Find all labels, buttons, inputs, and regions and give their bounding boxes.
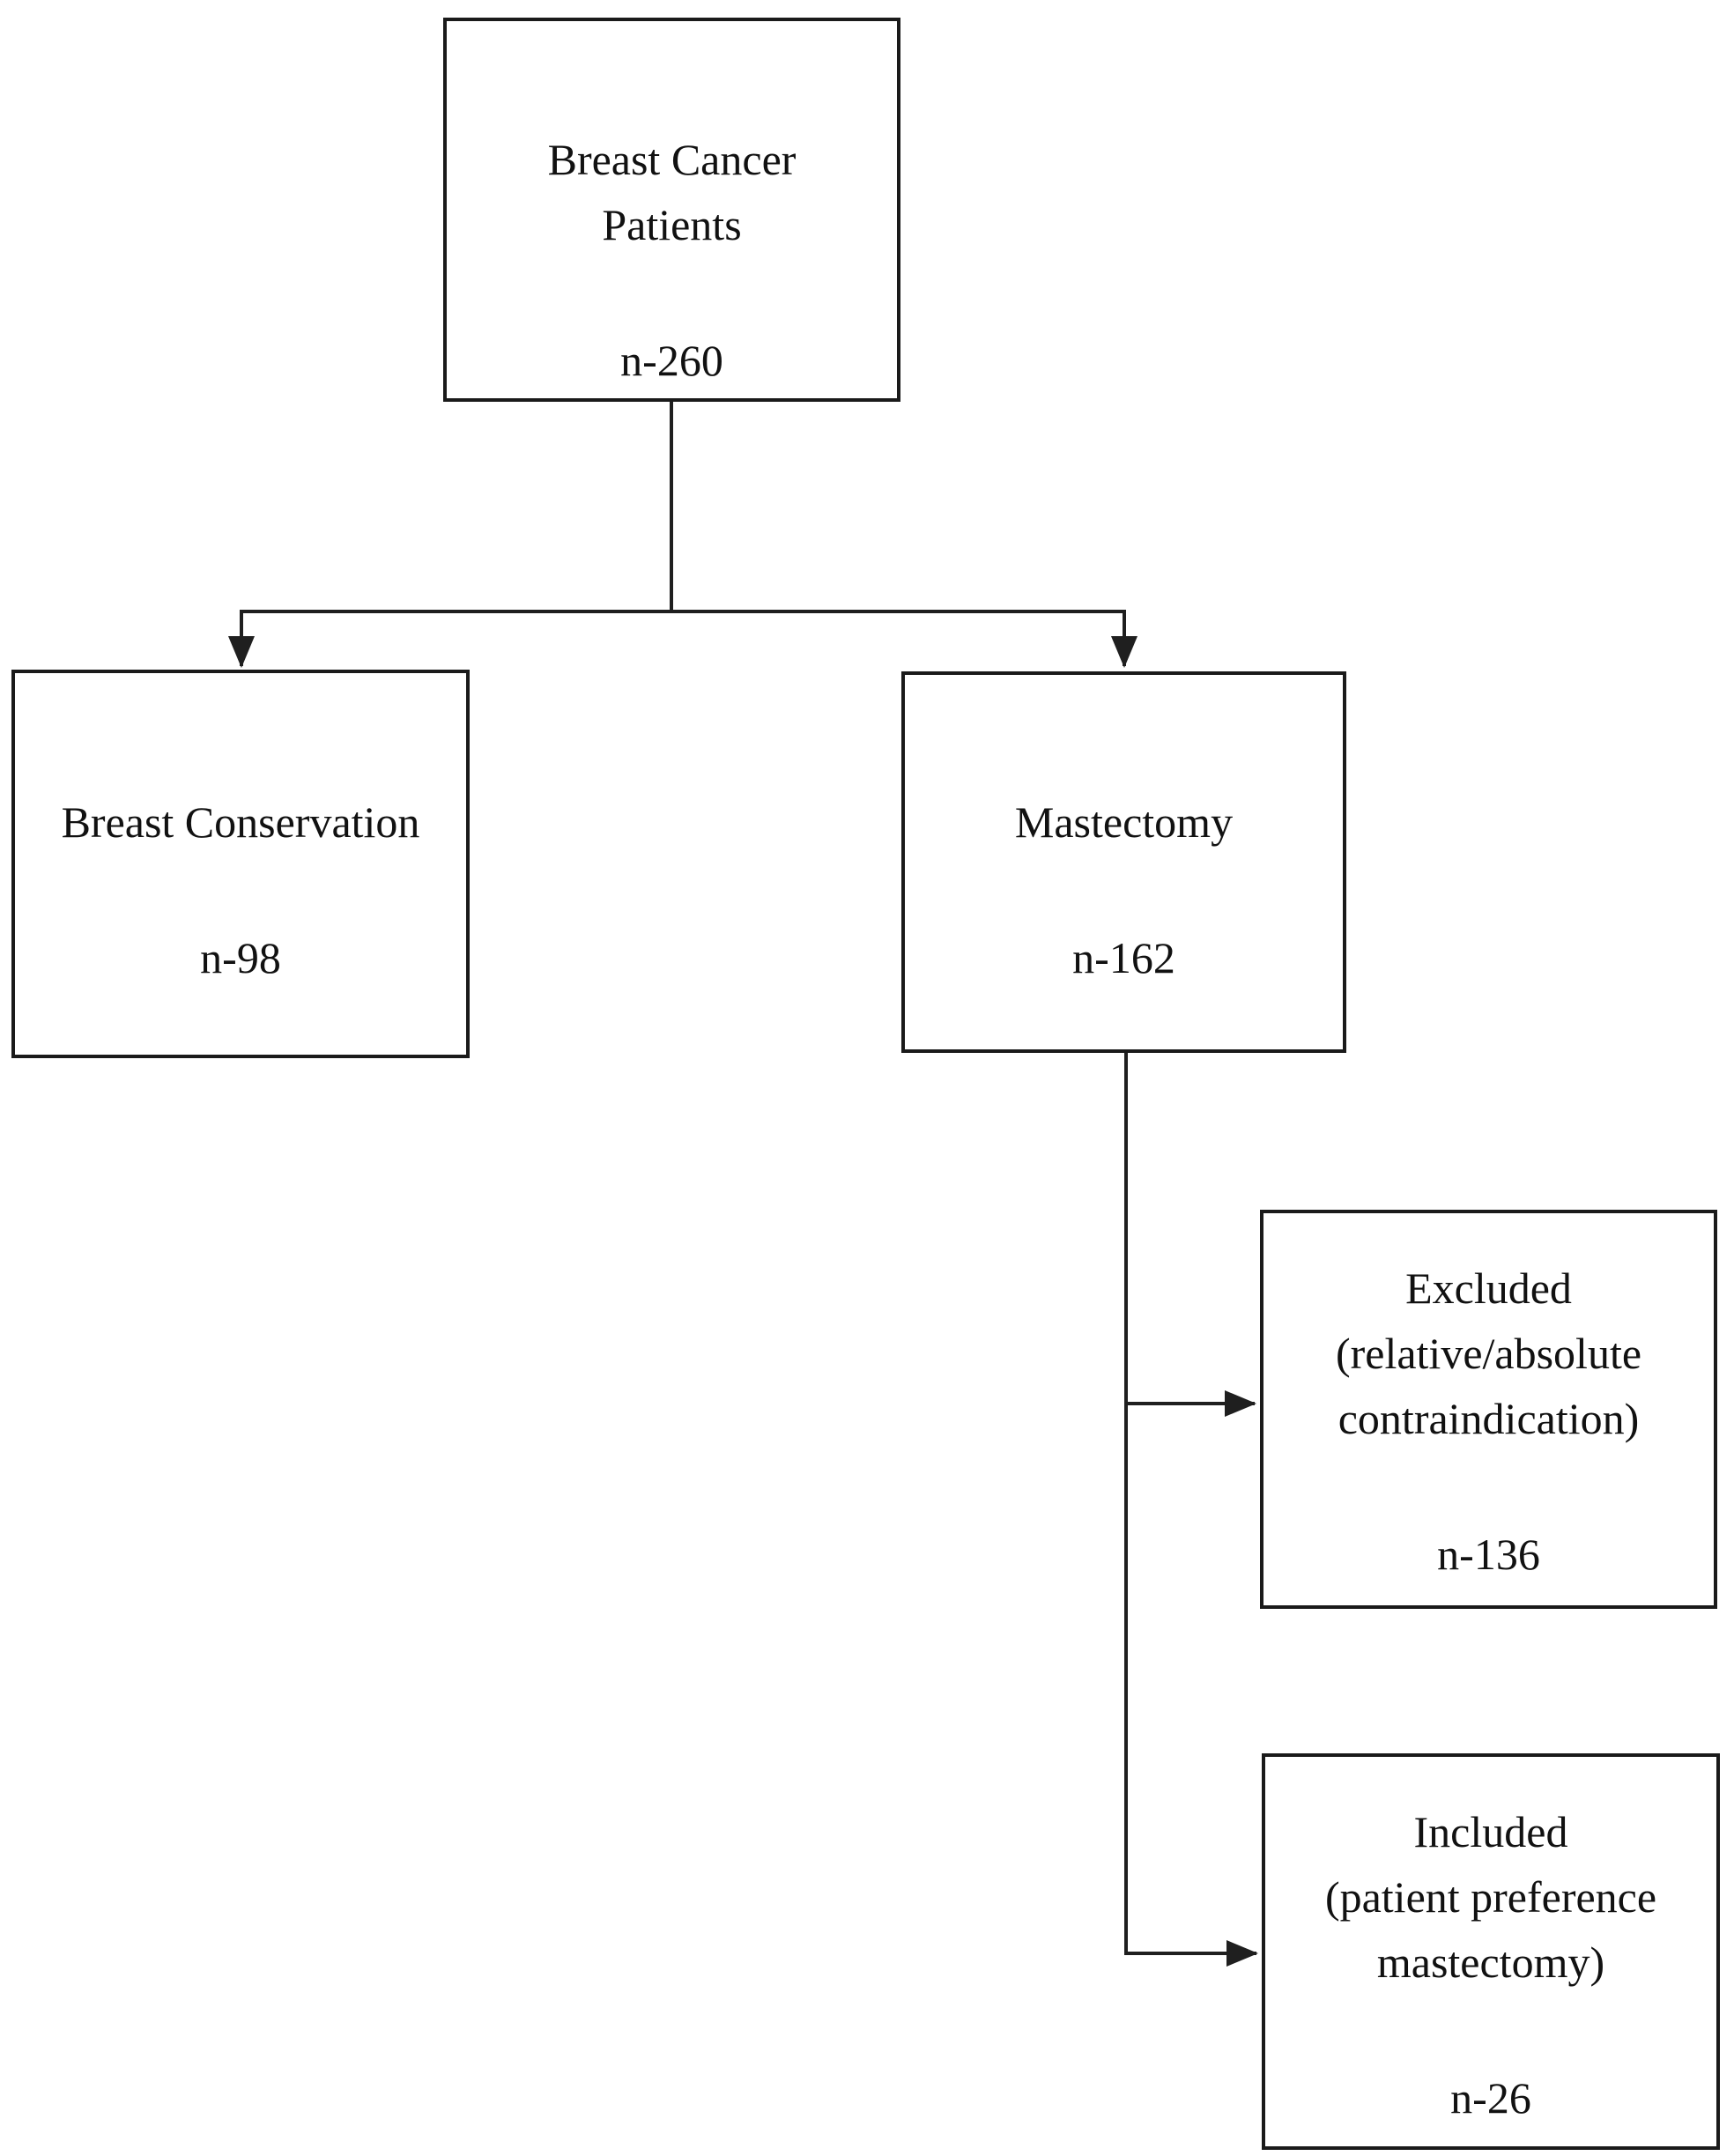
node-count: n-98	[200, 933, 281, 982]
connector-root-to-breast-conservation	[228, 610, 671, 668]
node-label-line: Excluded	[1405, 1263, 1572, 1313]
node-count: n-162	[1072, 933, 1175, 982]
node-included: Included (patient preference mastectomy)…	[1262, 1753, 1720, 2150]
node-count: n-260	[620, 336, 723, 385]
node-label-line: mastectomy)	[1376, 1937, 1605, 1987]
node-breast-cancer-patients: Breast Cancer Patients n-260	[443, 18, 900, 402]
node-count: n-26	[1450, 2073, 1531, 2123]
node-label-line: (relative/absolute	[1335, 1329, 1642, 1378]
node-mastectomy: Mastectomy n-162	[901, 671, 1346, 1053]
node-count: n-136	[1437, 1530, 1540, 1579]
connector-mastectomy-to-excluded	[1124, 1053, 1256, 1417]
connector-root-to-mastectomy	[671, 610, 1137, 668]
node-label-line: Breast Conservation	[61, 797, 420, 847]
node-label-line: contraindication)	[1338, 1394, 1640, 1443]
node-excluded: Excluded (relative/absolute contraindica…	[1260, 1210, 1717, 1609]
node-breast-conservation: Breast Conservation n-98	[11, 670, 470, 1058]
node-label-line: Mastectomy	[1014, 797, 1234, 847]
node-label-line: Included	[1413, 1807, 1568, 1856]
node-label-line: Patients	[602, 200, 742, 249]
connector-mastectomy-to-included	[1124, 1404, 1258, 1967]
node-label-line: Breast Cancer	[547, 135, 797, 184]
node-label-line: (patient preference	[1324, 1872, 1657, 1922]
